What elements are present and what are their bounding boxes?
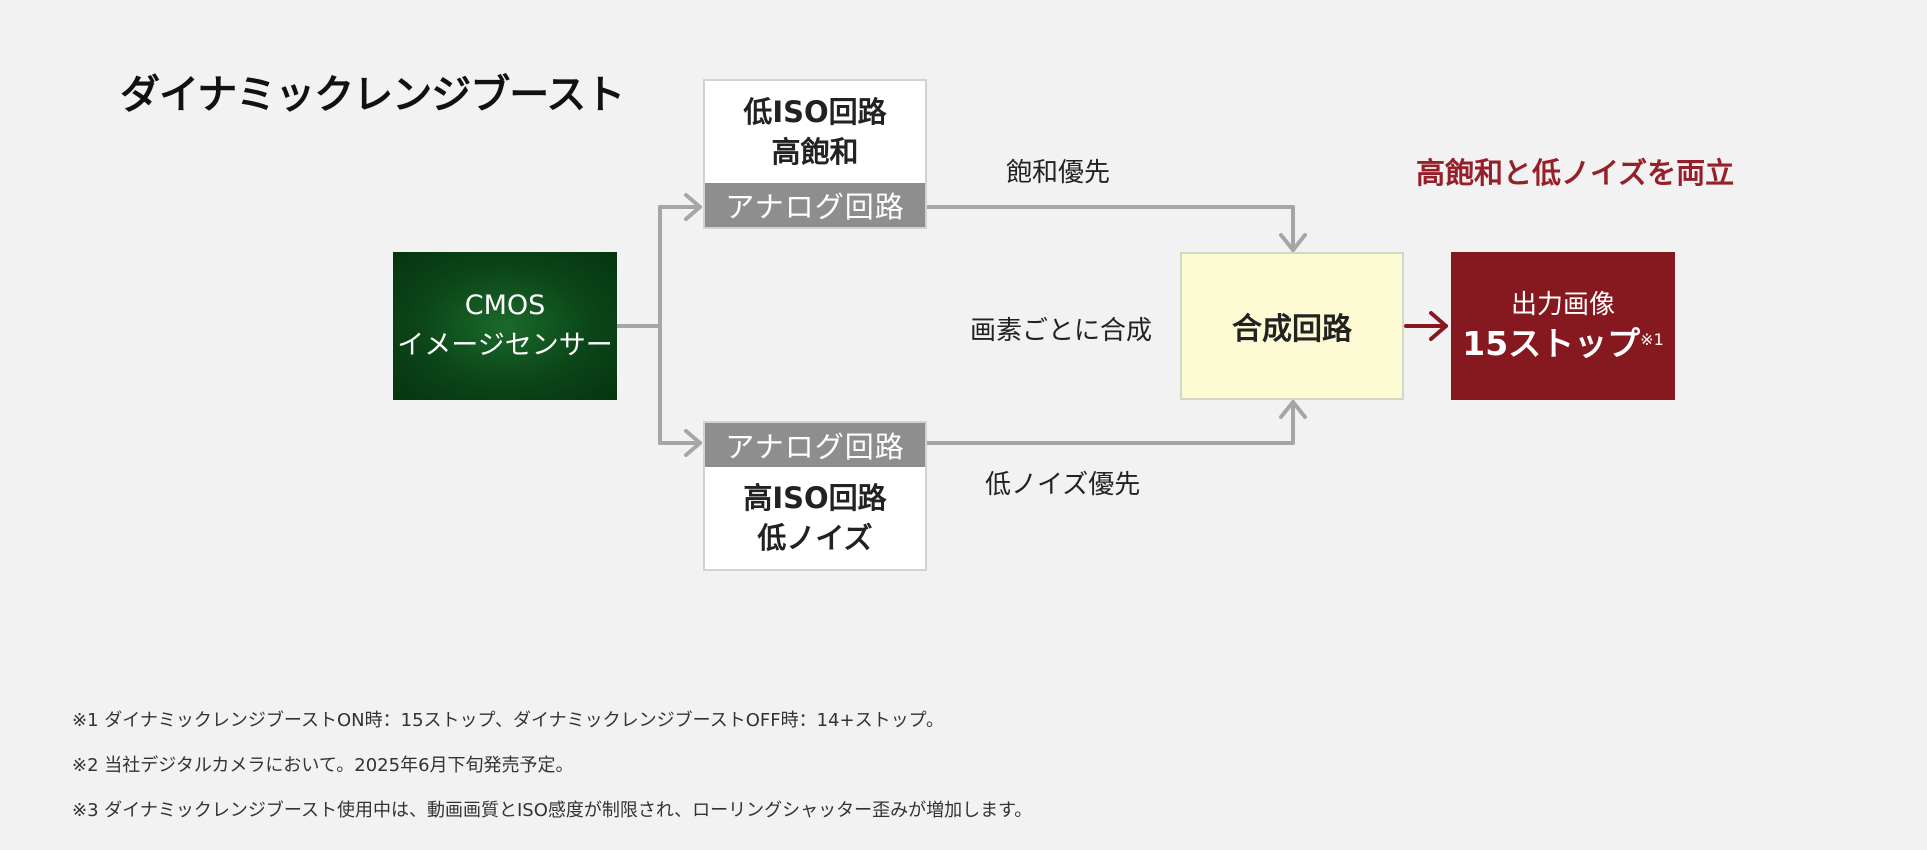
saturation-priority-label: 飽和優先 [1006,158,1111,188]
footnote-3: ※3 ダイナミックレンジブースト使用中は、動画画質とISO感度が制限され、ローリ… [72,800,1033,821]
diagram-title: ダイナミックレンジブースト [120,72,625,118]
low-iso-to-synth-line [925,205,1295,252]
high-saturation-label: 高飽和 [771,135,859,169]
low-noise-label: 低ノイズ [757,521,873,555]
high-iso-to-synth-line [925,400,1295,445]
high-iso-circuit-label: 高ISO回路 [743,481,887,515]
synthesis-circuit-label: 合成回路 [1232,312,1352,347]
cmos-label: CMOS [464,290,546,321]
low-iso-circuit-label: 低ISO回路 [743,95,887,129]
analog-circuit-band-top: アナログ回路 [705,183,925,227]
image-sensor-label: イメージセンサー [397,330,613,361]
footnote-mark: ※1 [1640,330,1664,349]
arrowhead-synth-bottom [1279,400,1307,419]
arrowhead-output [1429,311,1448,341]
analog-circuit-band-bottom: アナログ回路 [705,423,925,467]
arrowhead-low-iso [684,193,702,221]
low-iso-circuit-box: 低ISO回路 高飽和 アナログ回路 [703,79,927,229]
cmos-image-sensor-box: CMOS イメージセンサー [393,252,617,400]
output-stops-label: 15ストップ※1 [1462,324,1664,363]
high-iso-circuit-box: アナログ回路 高ISO回路 低ノイズ [703,421,927,571]
pixel-synthesis-label: 画素ごとに合成 [970,316,1153,346]
output-image-box: 出力画像 15ストップ※1 [1451,252,1675,400]
highlight-label: 高飽和と低ノイズを両立 [1416,156,1735,190]
footnote-1: ※1 ダイナミックレンジブーストON時：15ストップ、ダイナミックレンジブースト… [72,710,945,731]
arrowhead-high-iso [684,429,702,457]
footnote-2: ※2 当社デジタルカメラにおいて。2025年6月下旬発売予定。 [72,755,574,776]
synthesis-circuit-box: 合成回路 [1180,252,1404,400]
low-noise-priority-label: 低ノイズ優先 [985,470,1141,500]
arrowhead-synth-top [1279,233,1307,252]
output-image-label: 出力画像 [1510,290,1615,320]
